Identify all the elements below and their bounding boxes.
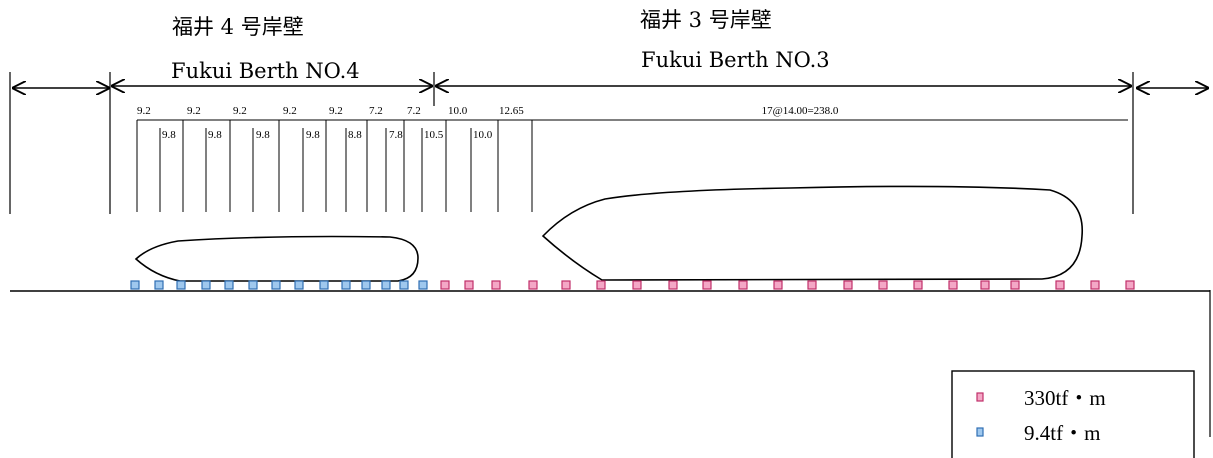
fender-330tfm [561,280,571,290]
fender-9.4tfm [361,280,371,290]
fender-330tfm [596,280,606,290]
spacing-label: 10.0 [473,129,493,141]
fender-330tfm [843,280,853,290]
spacing-label: 9.8 [208,129,222,141]
spacing-label: 9.8 [162,129,176,141]
dimension-arrows [13,86,1208,88]
spacing-label: 8.8 [348,129,362,141]
spacing-label: 10.5 [424,129,444,141]
fender-9.4tfm [319,280,329,290]
fender-9.4tfm [201,280,211,290]
fender-330tfm [1090,280,1100,290]
spacing-label: 10.0 [448,105,468,117]
berth4-title-en: Fukui Berth NO.4 [171,59,360,83]
division-lines [136,120,533,212]
fender-330tfm [773,280,783,290]
fender-9.4tfm [248,280,258,290]
fender-9.4tfm [294,280,304,290]
fender-330tfm [738,280,748,290]
fender-330tfm [528,280,538,290]
legend: 330tf・m 9.4tf・m [951,370,1195,458]
berth4-title-ja: 福井 4 号岸壁 [172,15,304,39]
spacing-labels: 9.2 9.2 9.2 9.2 9.2 7.2 7.2 10.0 12.65 9… [137,105,524,141]
spacing-label: 7.2 [407,105,421,117]
spacing-label: 9.2 [283,105,297,117]
fender-330tfm [668,280,678,290]
spacing-label: 9.2 [233,105,247,117]
span-dimension: 17@14.00=238.0 [137,105,1128,121]
fender-330tfm [948,280,958,290]
spacing-label: 7.8 [389,129,403,141]
fender-9.4tfm [271,280,281,290]
legend-swatch-94 [976,427,984,437]
spacing-label: 9.8 [306,129,320,141]
fender-group [130,280,1135,290]
fender-330tfm [491,280,501,290]
boundary-lines [9,72,1211,437]
fender-330tfm [632,280,642,290]
fender-330tfm [702,280,712,290]
spacing-label: 12.65 [499,105,524,117]
spacing-label: 9.8 [256,129,270,141]
fender-330tfm [464,280,474,290]
fender-330tfm [980,280,990,290]
legend-label-330: 330tf・m [1024,386,1106,410]
berth3-title-ja: 福井 3 号岸壁 [640,8,772,32]
spacing-label: 9.2 [329,105,343,117]
fender-330tfm [1055,280,1065,290]
fender-330tfm [807,280,817,290]
fender-9.4tfm [224,280,234,290]
fender-9.4tfm [381,280,391,290]
fender-9.4tfm [176,280,186,290]
spacing-label: 7.2 [369,105,383,117]
fender-9.4tfm [418,280,428,290]
fender-330tfm [1010,280,1020,290]
ship-outline-berth3 [541,185,1083,281]
berth3-title-en: Fukui Berth NO.3 [641,48,830,72]
fender-9.4tfm [399,280,409,290]
fender-9.4tfm [130,280,140,290]
fender-9.4tfm [154,280,164,290]
legend-swatch-330 [976,392,984,402]
spacing-label: 9.2 [137,105,151,117]
fender-9.4tfm [341,280,351,290]
fender-330tfm [440,280,450,290]
legend-label-94: 9.4tf・m [1024,421,1100,445]
ship-outline-berth4 [134,235,419,282]
span-label: 17@14.00=238.0 [762,105,839,117]
spacing-label: 9.2 [187,105,201,117]
fender-330tfm [1125,280,1135,290]
fender-330tfm [913,280,923,290]
fender-330tfm [878,280,888,290]
